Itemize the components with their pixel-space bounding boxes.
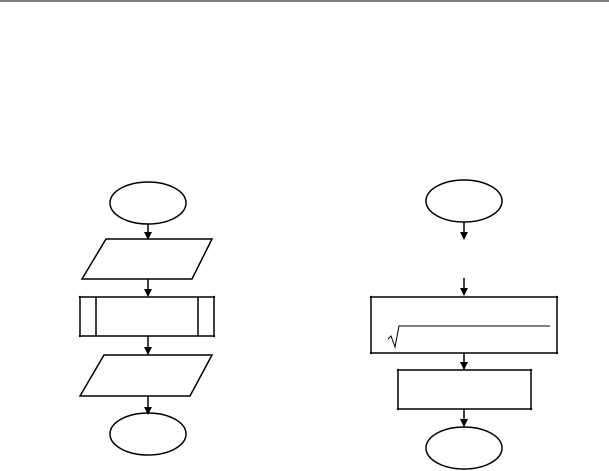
right-process-with-root [370,296,558,354]
right-start-terminal [425,179,503,223]
right-flowchart [370,179,558,470]
right-end-terminal [425,426,503,470]
square-root-icon [387,325,550,349]
left-flowchart [78,181,215,456]
left-output-parallelogram [78,354,214,397]
left-end-terminal [109,412,187,456]
corner-dots [78,295,559,411]
right-process-box [397,369,532,410]
left-input-parallelogram [80,238,214,280]
left-start-terminal [109,181,187,225]
left-predefined-process [79,296,215,337]
